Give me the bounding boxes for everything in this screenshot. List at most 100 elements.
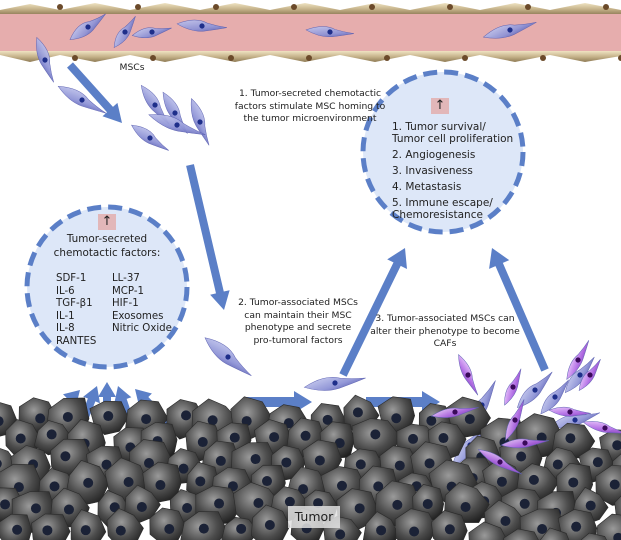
tumor-cell-nucleus bbox=[123, 476, 134, 487]
msc-cell bbox=[305, 26, 354, 38]
tumor-cell-nucleus bbox=[198, 523, 209, 534]
cell-nucleus bbox=[122, 29, 128, 35]
tumor-cell-nucleus bbox=[613, 532, 621, 540]
tumor-cell-nucleus bbox=[565, 433, 576, 444]
blood-vessel bbox=[0, 3, 621, 62]
cell-nucleus bbox=[567, 409, 573, 415]
tumor-cell-nucleus bbox=[83, 477, 94, 488]
step1-caption: 1. Tumor-secreted chemotactic factors st… bbox=[215, 88, 405, 126]
wall-nucleus bbox=[291, 4, 297, 10]
factor-item: TGF-β1 bbox=[56, 298, 93, 310]
increase-arrow-icon: ↑ bbox=[98, 214, 116, 230]
cell-nucleus bbox=[79, 97, 85, 103]
cell-nucleus bbox=[199, 23, 205, 29]
wall-nucleus bbox=[447, 4, 453, 10]
tumor-cell-nucleus bbox=[354, 503, 365, 514]
tumor-cell-nucleus bbox=[0, 459, 2, 468]
tumor-cell-nucleus bbox=[300, 430, 311, 441]
caf-cell bbox=[500, 438, 549, 449]
msc-cell bbox=[148, 114, 206, 135]
factor-item: HIF-1 bbox=[112, 298, 139, 310]
cell-nucleus bbox=[510, 384, 516, 390]
cell-nucleus bbox=[572, 417, 578, 423]
caf-cells bbox=[430, 340, 621, 475]
tumor-cell-nucleus bbox=[30, 503, 41, 514]
cell-nucleus bbox=[577, 372, 583, 378]
tumor-cell-nucleus bbox=[314, 455, 325, 466]
tumor-cell-nucleus bbox=[63, 504, 74, 515]
heading-line: Tumor-secreted bbox=[66, 233, 148, 245]
caf-cell bbox=[430, 407, 479, 418]
msc-cell bbox=[131, 124, 169, 151]
arrow bbox=[67, 62, 123, 124]
tumor-cell-nucleus bbox=[519, 498, 530, 509]
tumor-cell-nucleus bbox=[103, 411, 114, 422]
tumor-cell-nucleus bbox=[537, 524, 548, 535]
cell-nucleus bbox=[197, 119, 203, 125]
tumor-cell-nucleus bbox=[207, 415, 218, 426]
wall-nucleus bbox=[603, 4, 609, 10]
tumor-cell-nucleus bbox=[264, 519, 275, 530]
cell-nucleus bbox=[507, 27, 513, 33]
step2-line: can maintain their MSC bbox=[244, 309, 352, 321]
tumor-cell-nucleus bbox=[373, 481, 384, 492]
step2-line: pro-tumoral factors bbox=[253, 334, 343, 346]
cell-nucleus bbox=[147, 135, 153, 141]
msc-cell bbox=[482, 22, 537, 39]
tumor-cell-nucleus bbox=[571, 521, 582, 532]
wall-nucleus bbox=[135, 4, 141, 10]
cell-nucleus bbox=[42, 57, 48, 63]
cell-nucleus bbox=[522, 440, 528, 446]
cell-nucleus bbox=[587, 372, 593, 378]
cell-nucleus bbox=[512, 417, 518, 423]
cell-nucleus bbox=[85, 24, 91, 30]
cell-nucleus bbox=[465, 372, 471, 378]
tumor-cell-nucleus bbox=[334, 438, 345, 449]
tumor-cell-nucleus bbox=[335, 529, 346, 540]
step1-line: the tumor microenvironment bbox=[243, 113, 377, 124]
arrow bbox=[186, 164, 230, 311]
tumor-cell-nucleus bbox=[394, 460, 405, 471]
wall-nucleus bbox=[150, 55, 156, 61]
tumor-cell-nucleus bbox=[438, 433, 449, 444]
tumor-cell-nucleus bbox=[195, 476, 206, 487]
tumor-cell-nucleus bbox=[313, 498, 324, 509]
tumor-cell-nucleus bbox=[444, 524, 455, 535]
factor-item: IL-8 bbox=[56, 323, 75, 335]
tumor-cell-nucleus bbox=[178, 463, 189, 474]
msc-cell bbox=[69, 13, 106, 40]
tumor-cell-nucleus bbox=[392, 499, 403, 510]
msc-cell bbox=[176, 19, 227, 32]
tumor-cell-nucleus bbox=[250, 454, 261, 465]
tumor-cell-nucleus bbox=[391, 413, 402, 424]
effect-item: 3. Invasiveness bbox=[392, 165, 473, 177]
tumor-cell-nucleus bbox=[298, 484, 309, 495]
tumor-cell-nucleus bbox=[35, 413, 46, 424]
tumor-cell-nucleus bbox=[143, 458, 154, 469]
step3-line: alter their phenotype to become bbox=[370, 325, 520, 337]
tumor-cell-nucleus bbox=[229, 432, 240, 443]
tumor-cell bbox=[394, 508, 438, 540]
cell-nucleus bbox=[332, 380, 338, 386]
tumor-cell-nucleus bbox=[241, 416, 252, 427]
vessel-wall-nuclei bbox=[57, 4, 621, 61]
chemotactic-factors-circle bbox=[24, 204, 190, 370]
tumor-cell bbox=[70, 509, 107, 540]
caf-cell bbox=[458, 354, 479, 396]
tumor-cell-nucleus bbox=[155, 480, 166, 491]
arrow bbox=[489, 248, 549, 372]
tumor-cell-nucleus bbox=[115, 525, 126, 536]
factor-item: MCP-1 bbox=[112, 285, 144, 297]
wall-nucleus bbox=[57, 4, 63, 10]
cell-nucleus bbox=[552, 394, 558, 400]
wall-nucleus bbox=[369, 4, 375, 10]
tumor-cell-nucleus bbox=[322, 414, 333, 425]
tumor-cell bbox=[468, 521, 508, 540]
tumor-cell-nucleus bbox=[460, 502, 471, 513]
caf-cell bbox=[578, 359, 601, 392]
tumor-cell-nucleus bbox=[197, 437, 208, 448]
tumor-cell-nucleus bbox=[253, 498, 264, 509]
tumor-cell-nucleus bbox=[376, 525, 387, 536]
wall-nucleus bbox=[72, 55, 78, 61]
caf-cell bbox=[582, 421, 621, 434]
